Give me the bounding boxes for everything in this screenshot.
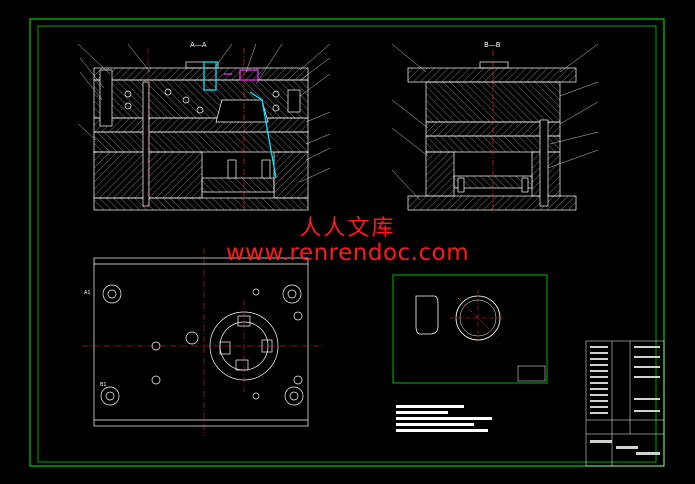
section-b-label: B—B xyxy=(484,41,501,49)
detail-ref-a1: A1 xyxy=(84,290,91,296)
detail-ref-b1: B1 xyxy=(100,382,107,388)
technical-notes xyxy=(396,405,492,432)
section-a-leaders xyxy=(77,43,331,183)
section-a-highlights xyxy=(203,61,277,179)
title-block xyxy=(585,340,665,467)
part-detail-frame xyxy=(392,274,548,384)
outer-border xyxy=(29,18,665,467)
section-b-view xyxy=(407,61,577,211)
watermark-chinese-text: 人人文库 xyxy=(299,216,396,241)
watermark-url-text: www.renrendoc.com xyxy=(225,240,470,266)
plan-centerlines xyxy=(82,248,322,436)
plan-view xyxy=(93,257,309,427)
title-block-rows xyxy=(590,346,660,455)
inner-border xyxy=(37,25,657,463)
section-b-leaders xyxy=(391,43,599,201)
section-a-label: A—A xyxy=(190,41,207,49)
section-a-view xyxy=(93,61,309,211)
